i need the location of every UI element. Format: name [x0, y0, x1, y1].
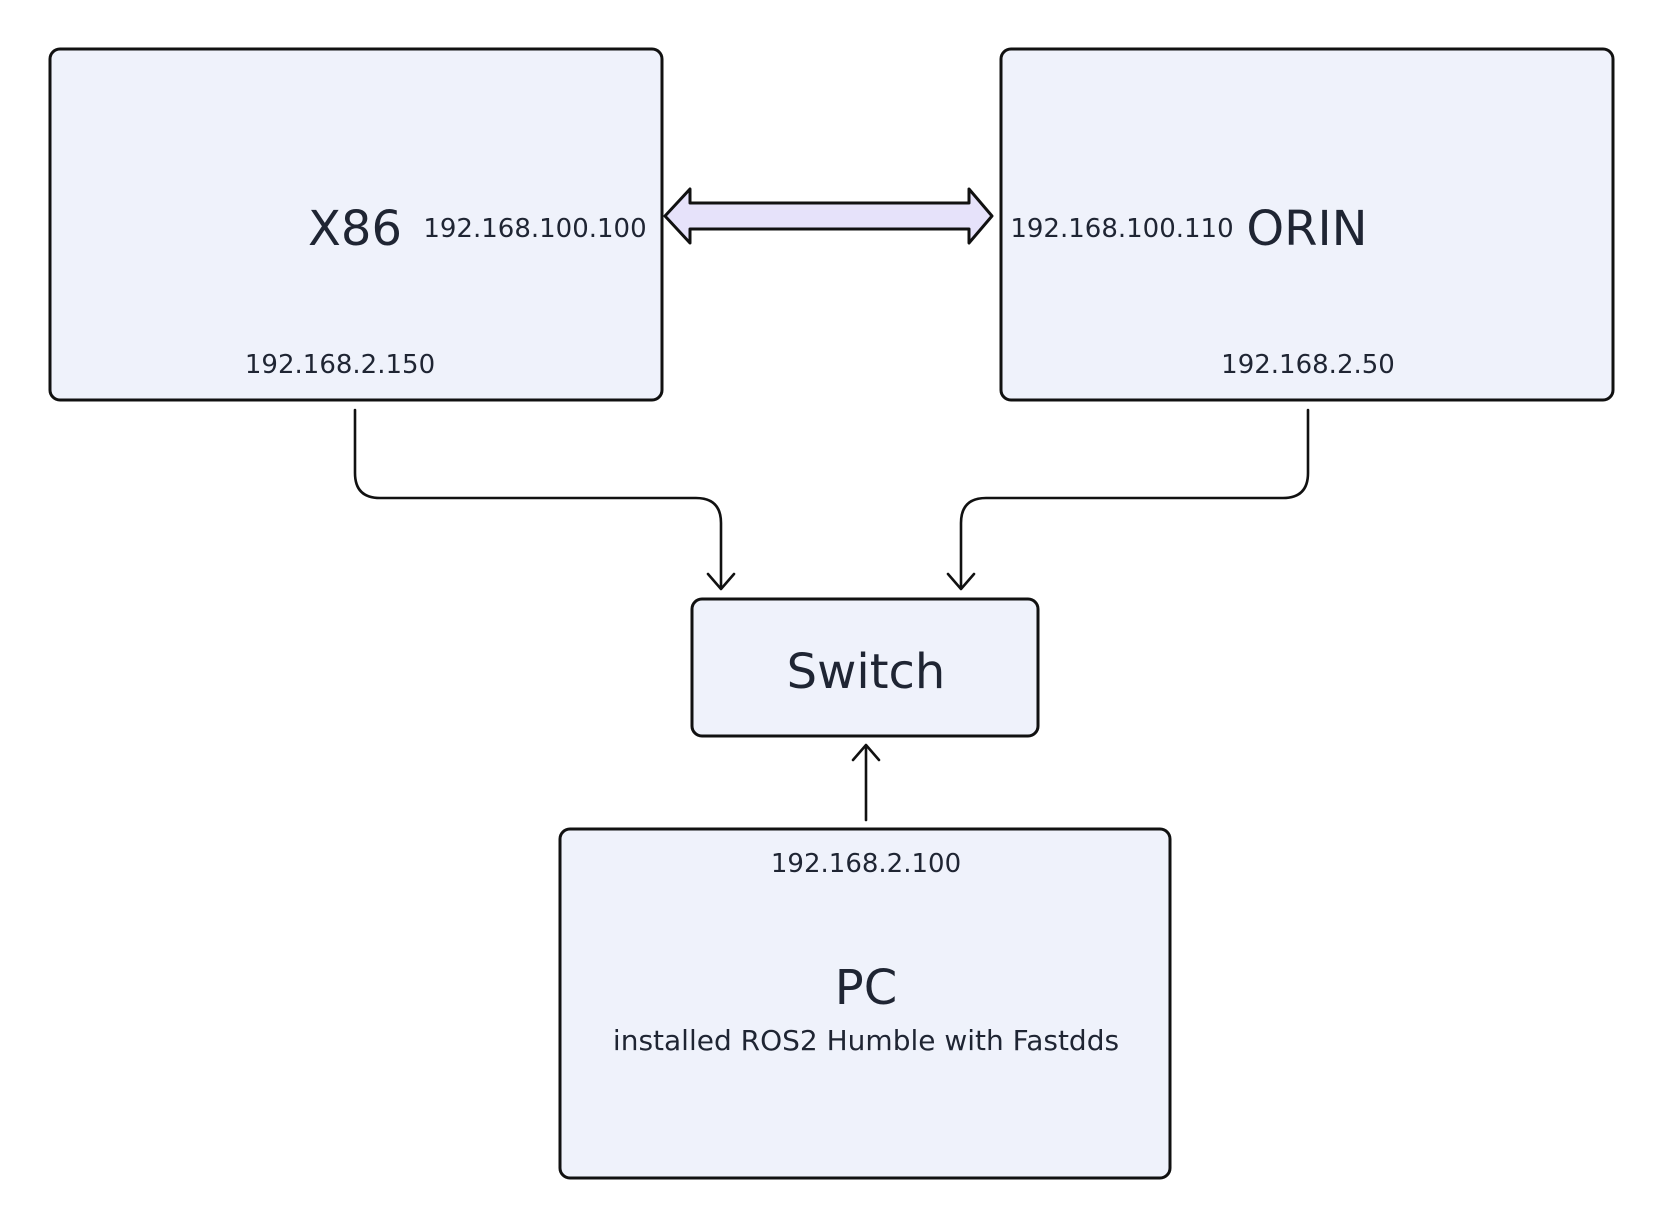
x86-orin-double-arrow[interactable]: [663, 187, 994, 245]
orin-to-switch-arrowhead: [946, 572, 976, 591]
node-pc-title: PC: [835, 960, 897, 1016]
x86-to-switch-arrowhead: [706, 572, 736, 591]
node-switch[interactable]: Switch: [690, 597, 1040, 738]
node-orin-title: ORIN: [1246, 201, 1367, 257]
x86-to-switch-line: [353, 408, 723, 589]
node-pc-box: [558, 827, 1172, 1180]
node-x86-ip-lan: 192.168.2.150: [245, 350, 435, 380]
node-switch-title: Switch: [787, 644, 946, 700]
node-x86[interactable]: X86 192.168.100.100 192.168.2.150: [48, 47, 664, 402]
pc-to-switch-connector[interactable]: [851, 743, 881, 822]
node-switch-box: [690, 597, 1040, 738]
x86-to-switch-connector[interactable]: [353, 408, 736, 591]
node-pc-note: installed ROS2 Humble with Fastdds: [613, 1024, 1119, 1057]
node-pc[interactable]: 192.168.2.100 PC installed ROS2 Humble w…: [558, 827, 1172, 1180]
node-orin-ip-lan: 192.168.2.50: [1221, 350, 1395, 380]
node-orin-box: [999, 47, 1615, 402]
orin-to-switch-connector[interactable]: [946, 408, 1310, 591]
pc-to-switch-arrowhead: [851, 743, 881, 762]
orin-to-switch-line: [959, 408, 1310, 589]
node-orin[interactable]: 192.168.100.110 ORIN 192.168.2.50: [999, 47, 1615, 402]
node-x86-box: [48, 47, 664, 402]
node-orin-ip-link: 192.168.100.110: [1010, 214, 1233, 244]
node-x86-title: X86: [308, 201, 402, 257]
node-pc-ip-lan: 192.168.2.100: [771, 849, 961, 879]
node-x86-ip-link: 192.168.100.100: [423, 214, 646, 244]
